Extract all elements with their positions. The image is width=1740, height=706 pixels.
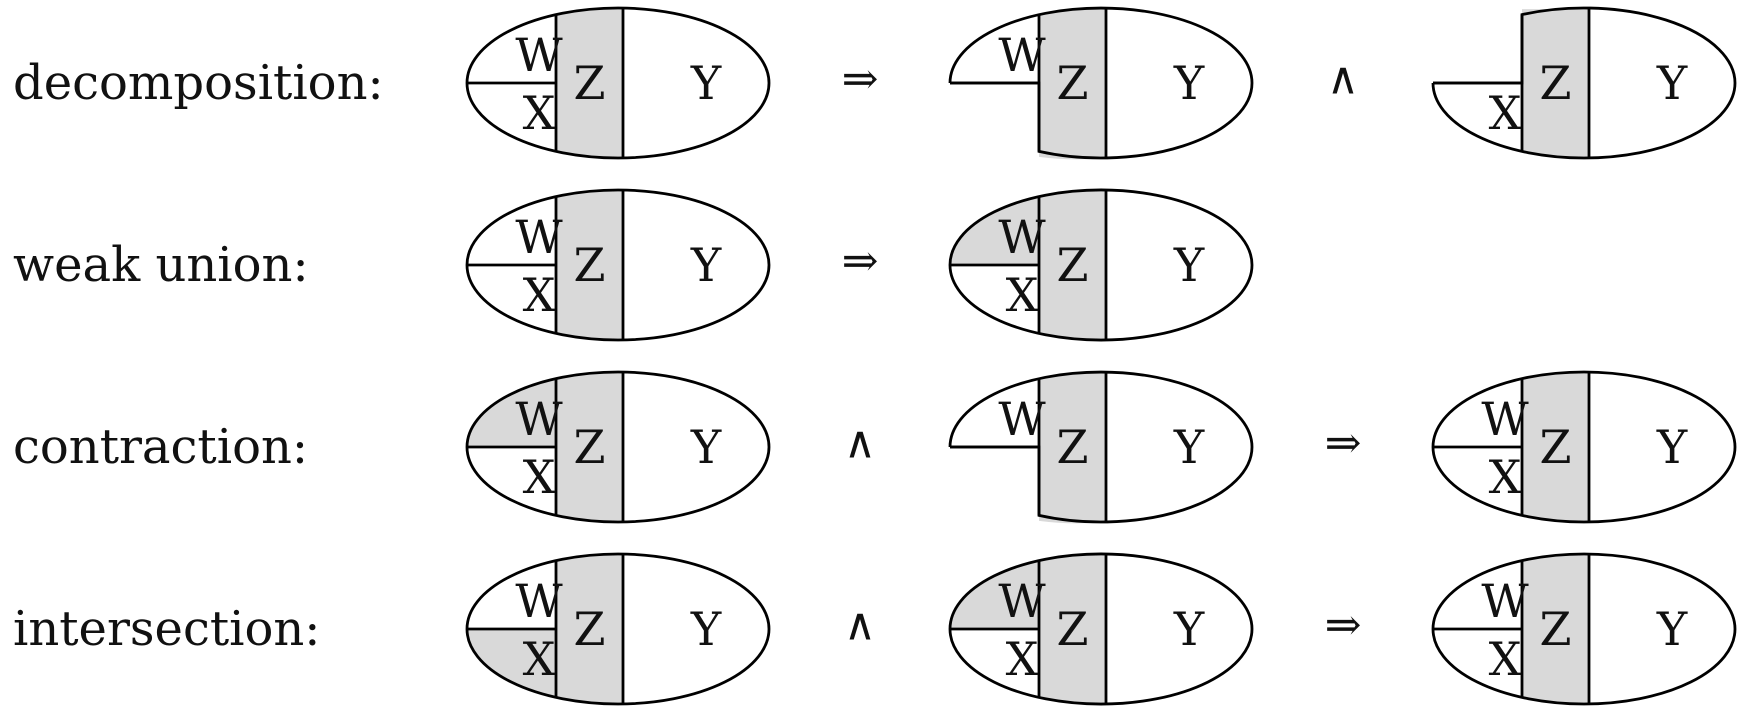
venn-diagram-r2-i2: WZ Y	[948, 370, 1254, 524]
region-z-shade	[556, 372, 623, 522]
ellipse-outline	[465, 552, 771, 706]
implies-symbol: ⇒	[842, 236, 879, 287]
venn-diagram-r0-i2: WZ Y	[948, 6, 1254, 160]
region-label-x: X	[523, 632, 556, 686]
ellipse-outline	[948, 6, 1254, 160]
venn-diagram-r2-i0: WXZ Y	[465, 370, 771, 524]
region-label-x: X	[1489, 450, 1522, 504]
and-symbol: ∧	[844, 418, 876, 469]
region-label-x: X	[523, 268, 556, 322]
region-label-x: X	[523, 86, 556, 140]
implies-symbol: ⇒	[842, 54, 879, 105]
region-label-z: Z	[1540, 56, 1572, 110]
region-label-z: Z	[1057, 238, 1089, 292]
region-label-z: Z	[1057, 56, 1089, 110]
region-z-shade	[1522, 8, 1589, 159]
region-z-shade	[1039, 554, 1106, 704]
region-z-shade	[1039, 189, 1106, 340]
region-label-w: W	[515, 28, 563, 82]
venn-diagram-r0-i4: XZ Y	[1431, 6, 1737, 160]
venn-diagram-r3-i0: WXZ Y	[465, 552, 771, 706]
region-label-y: Y	[690, 238, 722, 292]
ellipse-outline	[465, 6, 771, 160]
axiom-row-label: intersection:	[13, 601, 320, 657]
ellipse-outline	[1431, 552, 1737, 706]
venn-diagram-r1-i0: WXZ Y	[465, 188, 771, 342]
ellipse-outline	[1431, 6, 1737, 160]
region-z-shade	[556, 190, 623, 340]
venn-diagram-r3-i2: WXZ Y	[948, 552, 1254, 706]
region-label-z: Z	[1057, 420, 1089, 474]
region-label-x: X	[523, 450, 556, 504]
region-label-w: W	[998, 574, 1046, 628]
region-label-y: Y	[1656, 56, 1688, 110]
venn-diagram-r1-i2: WXZ Y	[948, 188, 1254, 342]
region-label-y: Y	[690, 602, 722, 656]
implies-symbol: ⇒	[1325, 600, 1362, 651]
region-label-y: Y	[1173, 602, 1205, 656]
implies-symbol: ⇒	[1325, 418, 1362, 469]
ellipse-outline	[1431, 370, 1737, 524]
ellipse-outline	[465, 188, 771, 342]
region-w-shade	[467, 378, 556, 447]
region-z-shade	[556, 8, 623, 159]
region-z-shade	[1522, 554, 1589, 704]
region-z-shade	[556, 554, 623, 704]
region-label-x: X	[1006, 268, 1039, 322]
region-z-shade	[1039, 7, 1106, 160]
region-label-y: Y	[690, 420, 722, 474]
region-label-w: W	[998, 210, 1046, 264]
region-w-shade	[950, 560, 1039, 629]
region-label-z: Z	[1057, 602, 1089, 656]
region-label-w: W	[515, 392, 563, 446]
region-label-w: W	[1481, 574, 1529, 628]
region-label-z: Z	[574, 602, 606, 656]
axiom-row-label: weak union:	[13, 237, 309, 293]
ellipse-outline	[948, 370, 1254, 524]
region-label-z: Z	[1540, 602, 1572, 656]
region-label-w: W	[515, 210, 563, 264]
venn-diagram-r0-i0: WXZ Y	[465, 6, 771, 160]
region-label-z: Z	[574, 420, 606, 474]
and-symbol: ∧	[844, 600, 876, 651]
region-label-z: Z	[1540, 420, 1572, 474]
region-x-shade	[467, 629, 556, 698]
region-label-w: W	[998, 28, 1046, 82]
axiom-row-label: decomposition:	[13, 55, 384, 111]
region-label-y: Y	[690, 56, 722, 110]
region-label-w: W	[998, 392, 1046, 446]
ellipse-outline	[948, 552, 1254, 706]
region-label-z: Z	[574, 238, 606, 292]
region-label-x: X	[1489, 632, 1522, 686]
region-label-y: Y	[1173, 238, 1205, 292]
ellipse-outline	[948, 188, 1254, 342]
region-label-y: Y	[1173, 420, 1205, 474]
region-w-shade	[950, 196, 1039, 265]
region-label-y: Y	[1656, 420, 1688, 474]
axiom-row-label: contraction:	[13, 419, 308, 475]
region-z-shade	[1522, 372, 1589, 522]
region-label-y: Y	[1173, 56, 1205, 110]
region-label-x: X	[1489, 86, 1522, 140]
ellipse-outline	[465, 370, 771, 524]
region-label-z: Z	[574, 56, 606, 110]
region-label-x: X	[1006, 632, 1039, 686]
region-label-w: W	[515, 574, 563, 628]
region-label-y: Y	[1656, 602, 1688, 656]
venn-diagram-r3-i4: WXZ Y	[1431, 552, 1737, 706]
and-symbol: ∧	[1327, 54, 1359, 105]
venn-diagram-r2-i4: WXZ Y	[1431, 370, 1737, 524]
region-z-shade	[1039, 372, 1106, 524]
region-label-w: W	[1481, 392, 1529, 446]
